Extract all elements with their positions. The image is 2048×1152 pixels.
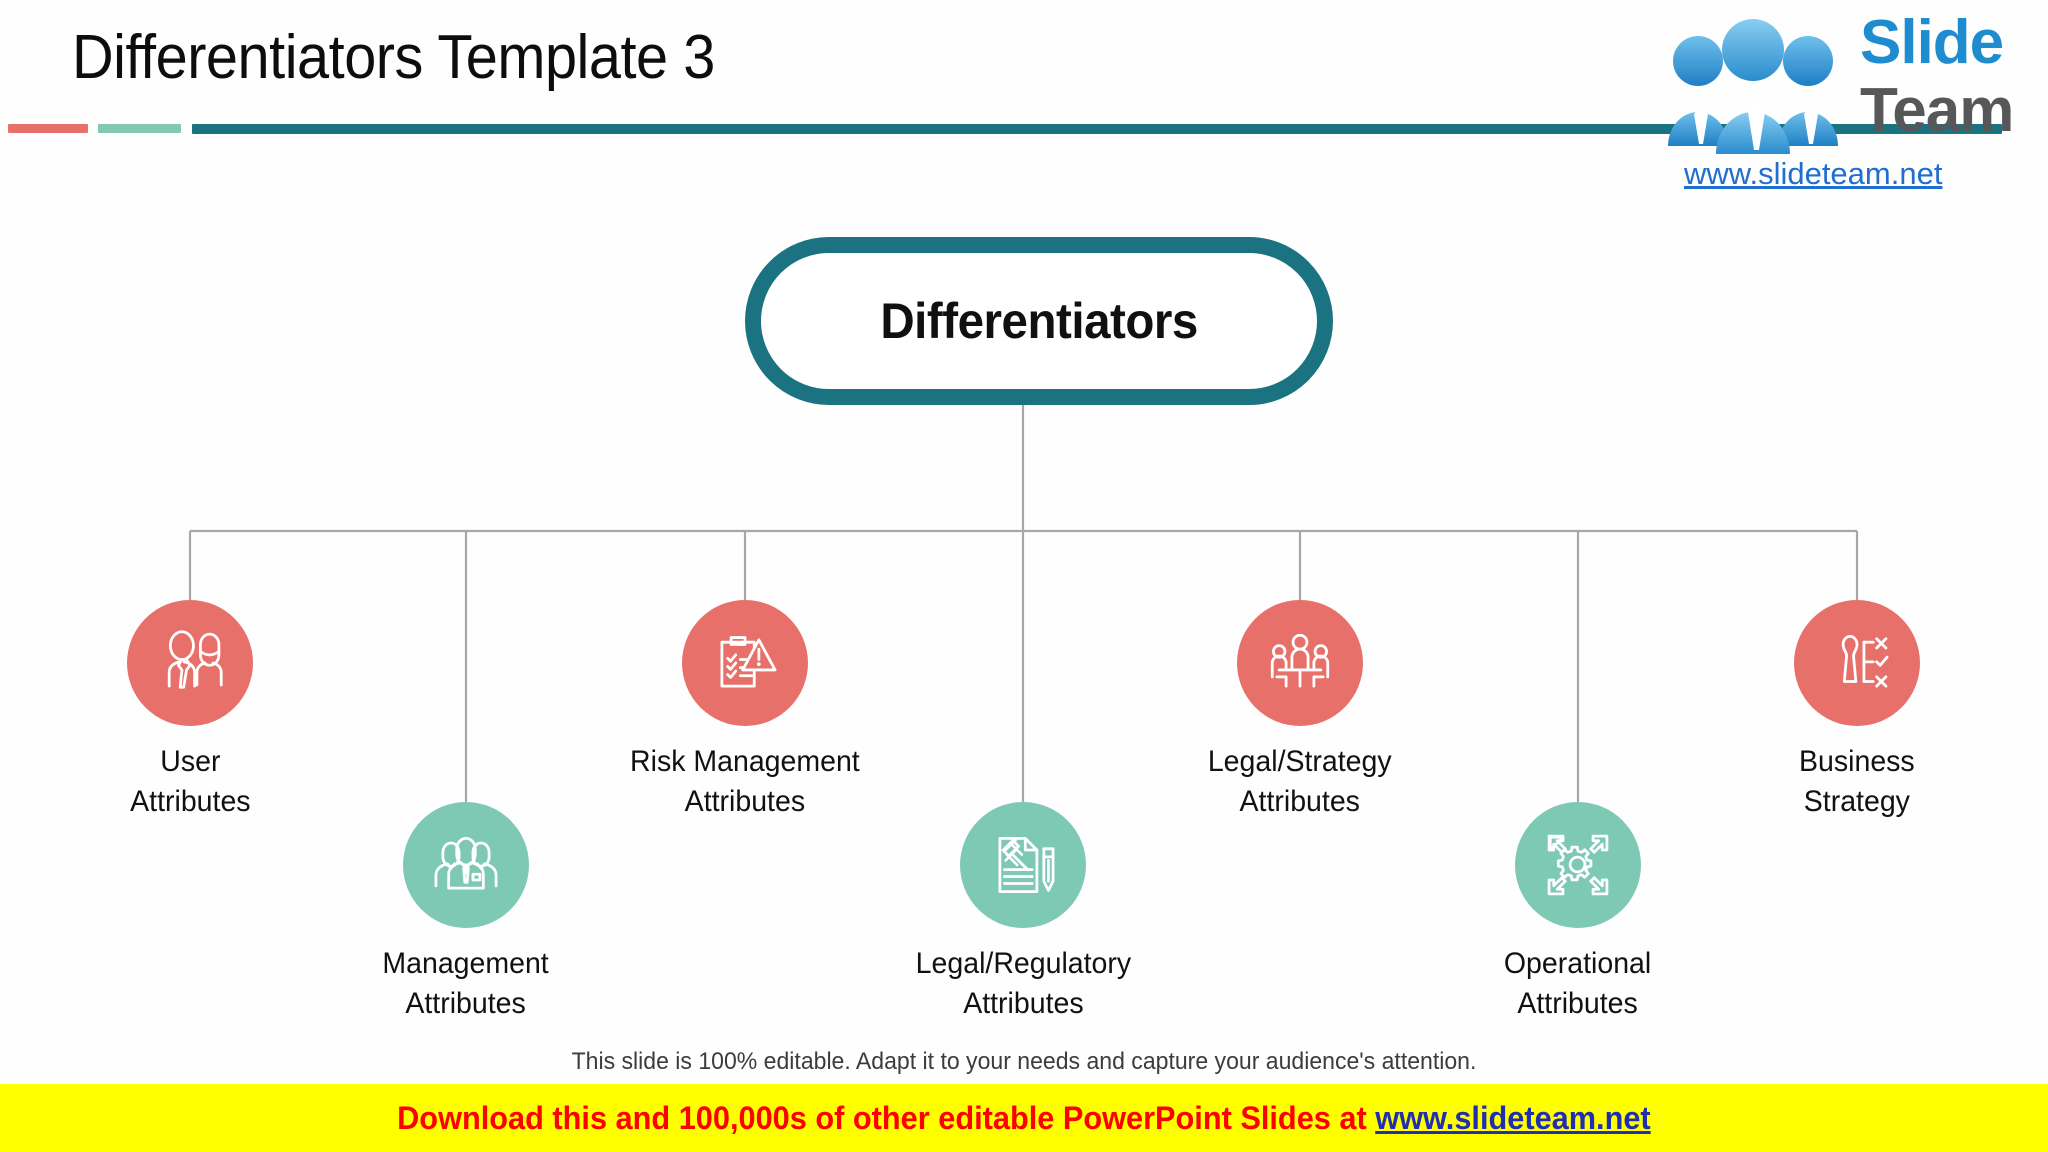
node-label: Risk Management Attributes [630,745,860,818]
node-risk-management-attributes[interactable]: Risk Management Attributes [595,600,895,821]
node-circle-green [403,802,529,928]
node-label: Business Strategy [1799,745,1915,818]
two-users-icon [167,630,223,689]
node-operational-attributes[interactable]: Operational Attributes [1428,802,1728,1023]
header-rule-teal [192,124,2002,134]
node-circle-green [960,802,1086,928]
logo-brand-slide: Slide [1860,8,2004,77]
header-rule-red [8,124,88,133]
promo-banner[interactable]: Download this and 100,000s of other edit… [0,1084,2048,1152]
node-label: Management Attributes [382,947,550,1020]
node-label: User Attributes [129,745,251,818]
node-circle-red [682,600,808,726]
node-circle-green [1515,802,1641,928]
central-node[interactable]: Differentiators [745,237,1333,405]
logo-url-link[interactable]: www.slideteam.net [1684,156,1943,191]
node-label: Legal/Strategy Attributes [1208,745,1392,818]
three-people-icon [434,837,498,890]
node-circle-red [127,600,253,726]
slideteam-logo[interactable]: Slide Team www.slideteam.net [1652,4,2040,200]
promo-prefix: Download this and 100,000s of other edit… [397,1099,1376,1136]
gear-arrows-icon [1547,834,1609,896]
logo-brand-team: Team [1860,76,2014,145]
node-label: Legal/Regulatory Attributes [915,947,1131,1020]
node-legal-regulatory-attributes[interactable]: Legal/Regulatory Attributes [873,802,1173,1023]
promo-link[interactable]: www.slideteam.net [1375,1099,1651,1136]
clipboard-warning-icon [720,636,777,688]
node-label: Operational Attributes [1504,947,1652,1020]
promo-text: Download this and 100,000s of other edit… [397,1100,1651,1137]
node-circle-red [1794,600,1920,726]
meeting-table-icon [1270,633,1330,688]
page-title: Differentiators Template 3 [72,23,715,92]
node-management-attributes[interactable]: Management Attributes [316,802,616,1023]
header-rule-green [98,124,181,133]
person-checklist-icon [1841,635,1889,688]
node-business-strategy[interactable]: Business Strategy [1707,600,2007,821]
document-gavel-icon [998,837,1055,893]
node-circle-red [1237,600,1363,726]
node-user-attributes[interactable]: User Attributes [40,600,340,821]
central-node-label: Differentiators [880,293,1198,349]
editable-note: This slide is 100% editable. Adapt it to… [571,1048,1477,1075]
node-legal-strategy-attributes[interactable]: Legal/Strategy Attributes [1150,600,1450,821]
logo-people-icon [1668,19,1838,154]
